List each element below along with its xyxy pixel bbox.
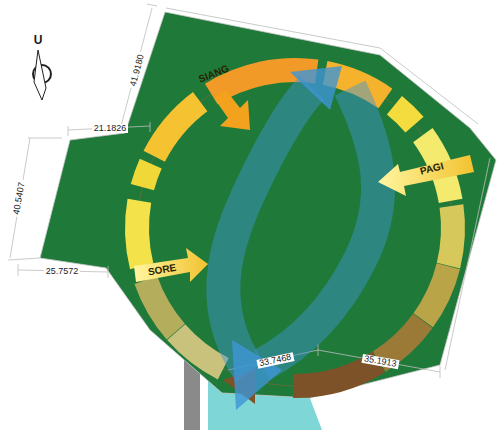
dimension-label: 40.5407 — [11, 179, 26, 217]
north-arrow — [33, 50, 51, 100]
sun-path — [72, 5, 499, 430]
north-label: U — [34, 34, 43, 46]
wind-flow — [223, 88, 378, 372]
dimension-label: 25.7572 — [44, 267, 81, 276]
sun-arrows — [134, 90, 474, 282]
dimension-label: 21.1826 — [92, 124, 129, 133]
